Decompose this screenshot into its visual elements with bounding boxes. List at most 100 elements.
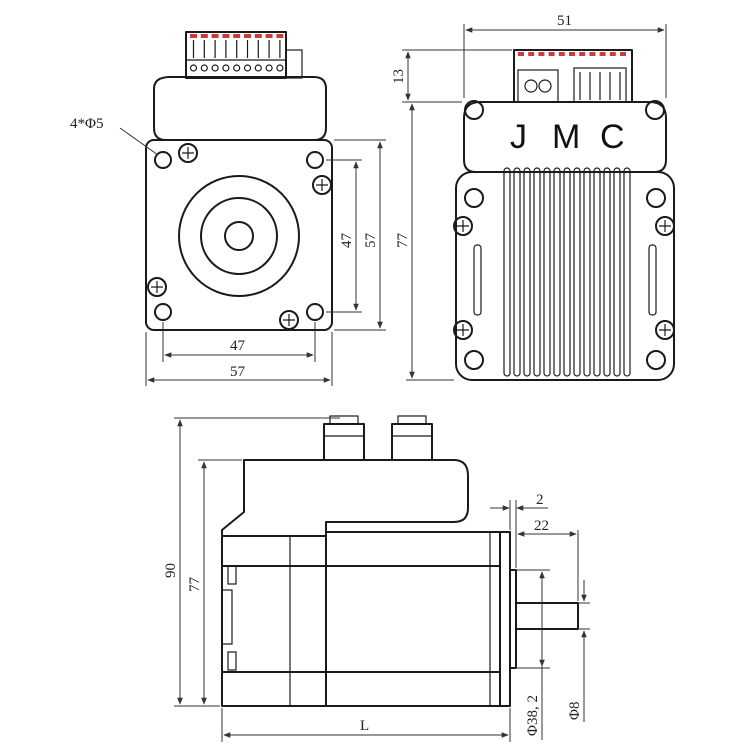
svg-text:57: 57 bbox=[230, 364, 246, 380]
terminal-screw bbox=[276, 64, 284, 72]
connector-pin-marker bbox=[569, 52, 575, 56]
heatsink-fin bbox=[523, 167, 531, 377]
side-back-cap bbox=[221, 589, 233, 645]
terminal-screw bbox=[265, 64, 273, 72]
front-screw bbox=[147, 277, 167, 297]
heatsink-fin bbox=[573, 167, 581, 377]
top-view: J M C 51 13 bbox=[391, 13, 675, 381]
terminal-pin-marker bbox=[276, 34, 284, 38]
connector-pin-marker bbox=[558, 52, 565, 56]
top-screw bbox=[453, 320, 473, 340]
svg-text:22: 22 bbox=[534, 518, 549, 534]
heatsink-fin bbox=[623, 167, 631, 377]
dim-side-total-height: 90 bbox=[163, 417, 340, 707]
brand-letter-m: M bbox=[552, 118, 580, 156]
dim-side-boss-diameter: Φ38, 2 bbox=[516, 569, 550, 740]
top-heatsink-body bbox=[455, 171, 675, 381]
front-boss bbox=[178, 175, 300, 297]
svg-text:Φ38, 2: Φ38, 2 bbox=[525, 695, 541, 736]
heatsink-fins bbox=[503, 167, 631, 377]
dim-side-length: L bbox=[221, 708, 511, 742]
front-screw bbox=[279, 310, 299, 330]
heatsink-fin bbox=[553, 167, 561, 377]
top-connector bbox=[513, 49, 633, 103]
heatsink-fin bbox=[593, 167, 601, 377]
top-head-screw bbox=[645, 100, 665, 120]
front-hole-top-left bbox=[154, 151, 172, 169]
terminal-screw bbox=[200, 64, 208, 72]
connector-pin-marker bbox=[620, 52, 626, 56]
heatsink-slot bbox=[473, 244, 482, 316]
svg-text:51: 51 bbox=[557, 13, 572, 29]
heatsink-fin bbox=[503, 167, 511, 377]
front-terminal-block bbox=[185, 31, 303, 79]
top-screw bbox=[655, 216, 675, 236]
svg-text:L: L bbox=[360, 718, 369, 734]
heatsink-fin bbox=[513, 167, 521, 377]
svg-text:13: 13 bbox=[391, 69, 407, 84]
connector-pin-marker bbox=[579, 52, 586, 56]
front-view: 4*Φ5 47 57 47 57 bbox=[70, 31, 386, 386]
terminal-pin-marker bbox=[233, 34, 241, 38]
dim-width-v: 57 bbox=[334, 139, 386, 331]
dim-top-width: 51 bbox=[463, 13, 667, 98]
side-view: 90 77 2 22 Φ38, 2 bbox=[163, 415, 590, 742]
front-hole-top-right bbox=[306, 151, 324, 169]
connector-pin-marker bbox=[589, 52, 596, 56]
heatsink-slot bbox=[648, 244, 657, 316]
svg-text:57: 57 bbox=[363, 233, 379, 249]
svg-text:77: 77 bbox=[395, 233, 411, 249]
connector-pin-marker bbox=[538, 52, 545, 56]
terminal-pin-marker bbox=[200, 34, 208, 38]
terminal-pin-marker bbox=[211, 34, 219, 38]
side-motor-body bbox=[221, 531, 501, 707]
svg-text:2: 2 bbox=[536, 492, 544, 508]
brand-letter-c: C bbox=[600, 118, 625, 156]
top-screw bbox=[453, 216, 473, 236]
top-screw bbox=[655, 320, 675, 340]
top-hole bbox=[646, 350, 666, 370]
front-bearing bbox=[200, 197, 278, 275]
top-head-screw bbox=[464, 100, 484, 120]
terminal-pin-marker bbox=[254, 34, 262, 38]
heatsink-fin bbox=[543, 167, 551, 377]
connector-pin-marker bbox=[528, 52, 535, 56]
front-hole-bottom-right bbox=[306, 303, 324, 321]
side-driver-housing bbox=[221, 459, 469, 537]
front-driver-cover bbox=[153, 76, 327, 141]
side-shaft bbox=[515, 602, 579, 630]
hole-note-label: 4*Φ5 bbox=[70, 116, 103, 132]
heatsink-fin bbox=[563, 167, 571, 377]
top-hole bbox=[646, 188, 666, 208]
heatsink-fin bbox=[613, 167, 621, 377]
dim-width-h: 57 bbox=[145, 332, 333, 386]
side-connector-right bbox=[391, 415, 433, 461]
connector-pin-marker bbox=[609, 52, 616, 56]
svg-text:Φ8: Φ8 bbox=[567, 702, 583, 720]
heatsink-fin bbox=[533, 167, 541, 377]
svg-text:77: 77 bbox=[187, 577, 203, 593]
heatsink-fin bbox=[603, 167, 611, 377]
terminal-screw bbox=[254, 64, 262, 72]
front-shaft bbox=[224, 221, 254, 251]
terminal-screw bbox=[233, 64, 241, 72]
terminal-pin-marker bbox=[190, 34, 197, 38]
heatsink-fin bbox=[583, 167, 591, 377]
terminal-screw bbox=[222, 64, 230, 72]
dim-top-connector-height: 13 bbox=[391, 49, 512, 103]
dim-side-body-height: 77 bbox=[187, 459, 242, 705]
svg-text:47: 47 bbox=[230, 338, 246, 354]
side-notch bbox=[227, 565, 237, 585]
svg-text:47: 47 bbox=[339, 233, 355, 249]
connector-pin-marker bbox=[548, 52, 555, 56]
connector-pin-marker bbox=[518, 52, 524, 56]
terminal-pin-marker bbox=[244, 34, 251, 38]
dim-top-height: 77 bbox=[395, 103, 454, 381]
dim-hole-spacing-h: 47 bbox=[162, 322, 316, 362]
front-screw bbox=[178, 143, 198, 163]
top-hole bbox=[464, 350, 484, 370]
front-hole-bottom-left bbox=[154, 303, 172, 321]
terminal-screw bbox=[189, 64, 198, 72]
terminal-screw bbox=[211, 64, 219, 72]
front-flange bbox=[145, 139, 333, 331]
